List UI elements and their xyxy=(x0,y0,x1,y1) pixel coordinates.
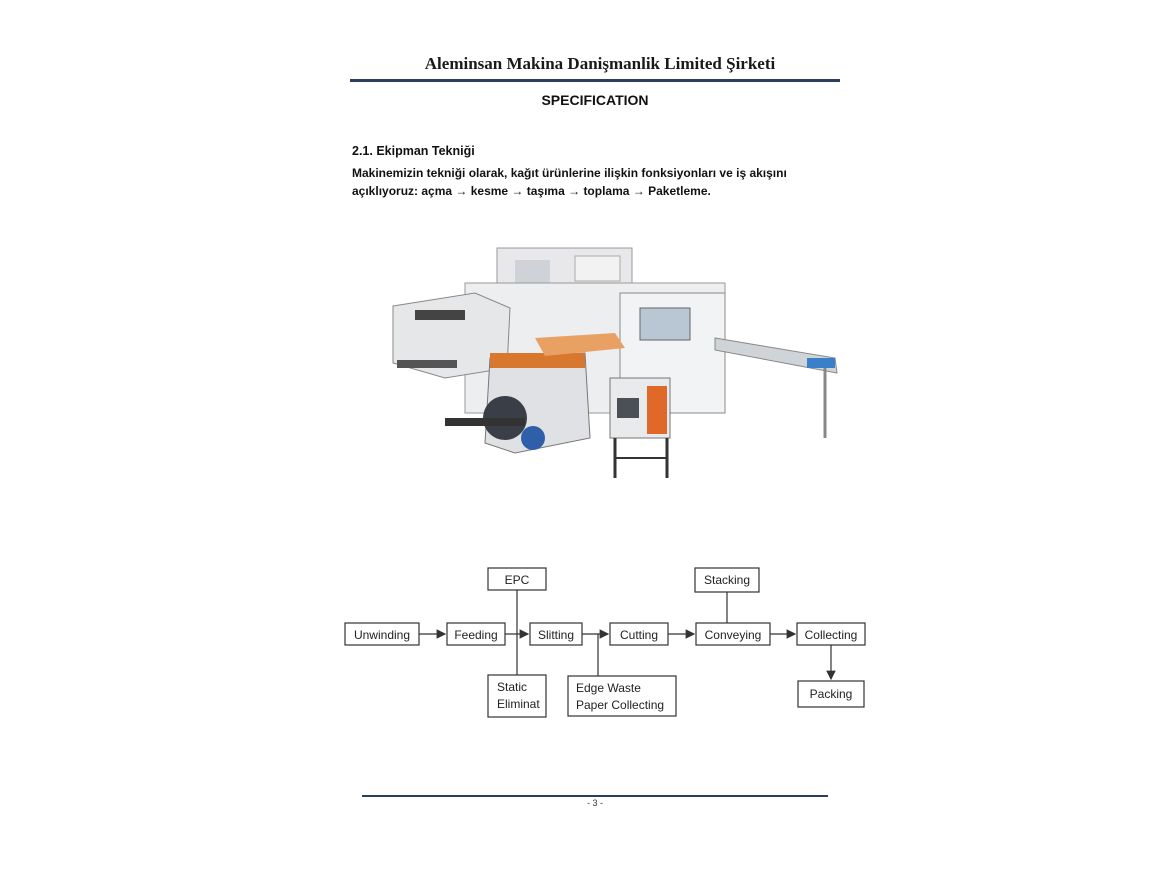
svg-text:Eliminat: Eliminat xyxy=(497,697,540,711)
process-flowchart: Unwinding Feeding Slitting Cutting Conve… xyxy=(344,567,866,718)
flow-box-stacking: Stacking xyxy=(694,567,760,593)
paragraph-line-1: Makinemizin tekniği olarak, kağıt ürünle… xyxy=(352,166,787,180)
document-title: SPECIFICATION xyxy=(541,92,649,108)
svg-text:Paper Collecting: Paper Collecting xyxy=(576,698,664,712)
flow-box-unwinding: Unwinding xyxy=(344,622,420,646)
flow-box-slitting: Slitting xyxy=(529,622,583,646)
svg-text:Stacking: Stacking xyxy=(704,573,750,587)
flow-box-packing: Packing xyxy=(797,680,865,708)
svg-text:Edge Waste: Edge Waste xyxy=(576,681,641,695)
svg-text:Unwinding: Unwinding xyxy=(354,628,410,642)
flow-box-collecting: Collecting xyxy=(796,622,866,646)
header-rule xyxy=(350,79,840,82)
machine-illustration xyxy=(392,247,838,478)
svg-text:Conveying: Conveying xyxy=(705,628,762,642)
flow-box-edge-waste: Edge Waste Paper Collecting xyxy=(567,675,677,717)
section-heading: 2.1. Ekipman Tekniği xyxy=(352,144,475,158)
svg-text:Collecting: Collecting xyxy=(805,628,858,642)
svg-text:Slitting: Slitting xyxy=(538,628,574,642)
flow-box-static-eliminator: Static Eliminat xyxy=(487,674,547,718)
flow-box-epc: EPC xyxy=(487,567,547,591)
flow-box-cutting: Cutting xyxy=(609,622,669,646)
section-paragraph: Makinemizin tekniği olarak, kağıt ürünle… xyxy=(352,164,832,200)
company-name: Aleminsan Makina Danişmanlik Limited Şir… xyxy=(424,54,776,73)
svg-text:Static: Static xyxy=(497,680,527,694)
svg-text:EPC: EPC xyxy=(505,573,530,587)
svg-text:Packing: Packing xyxy=(810,687,853,701)
footer-rule xyxy=(362,795,828,797)
paragraph-line-2: açıklıyoruz: açma → kesme → taşıma → top… xyxy=(352,184,711,198)
svg-text:Cutting: Cutting xyxy=(620,628,658,642)
flow-box-conveying: Conveying xyxy=(695,622,771,646)
svg-text:Feeding: Feeding xyxy=(454,628,497,642)
flow-box-feeding: Feeding xyxy=(446,622,506,646)
page-number: - 3 - xyxy=(586,798,603,808)
